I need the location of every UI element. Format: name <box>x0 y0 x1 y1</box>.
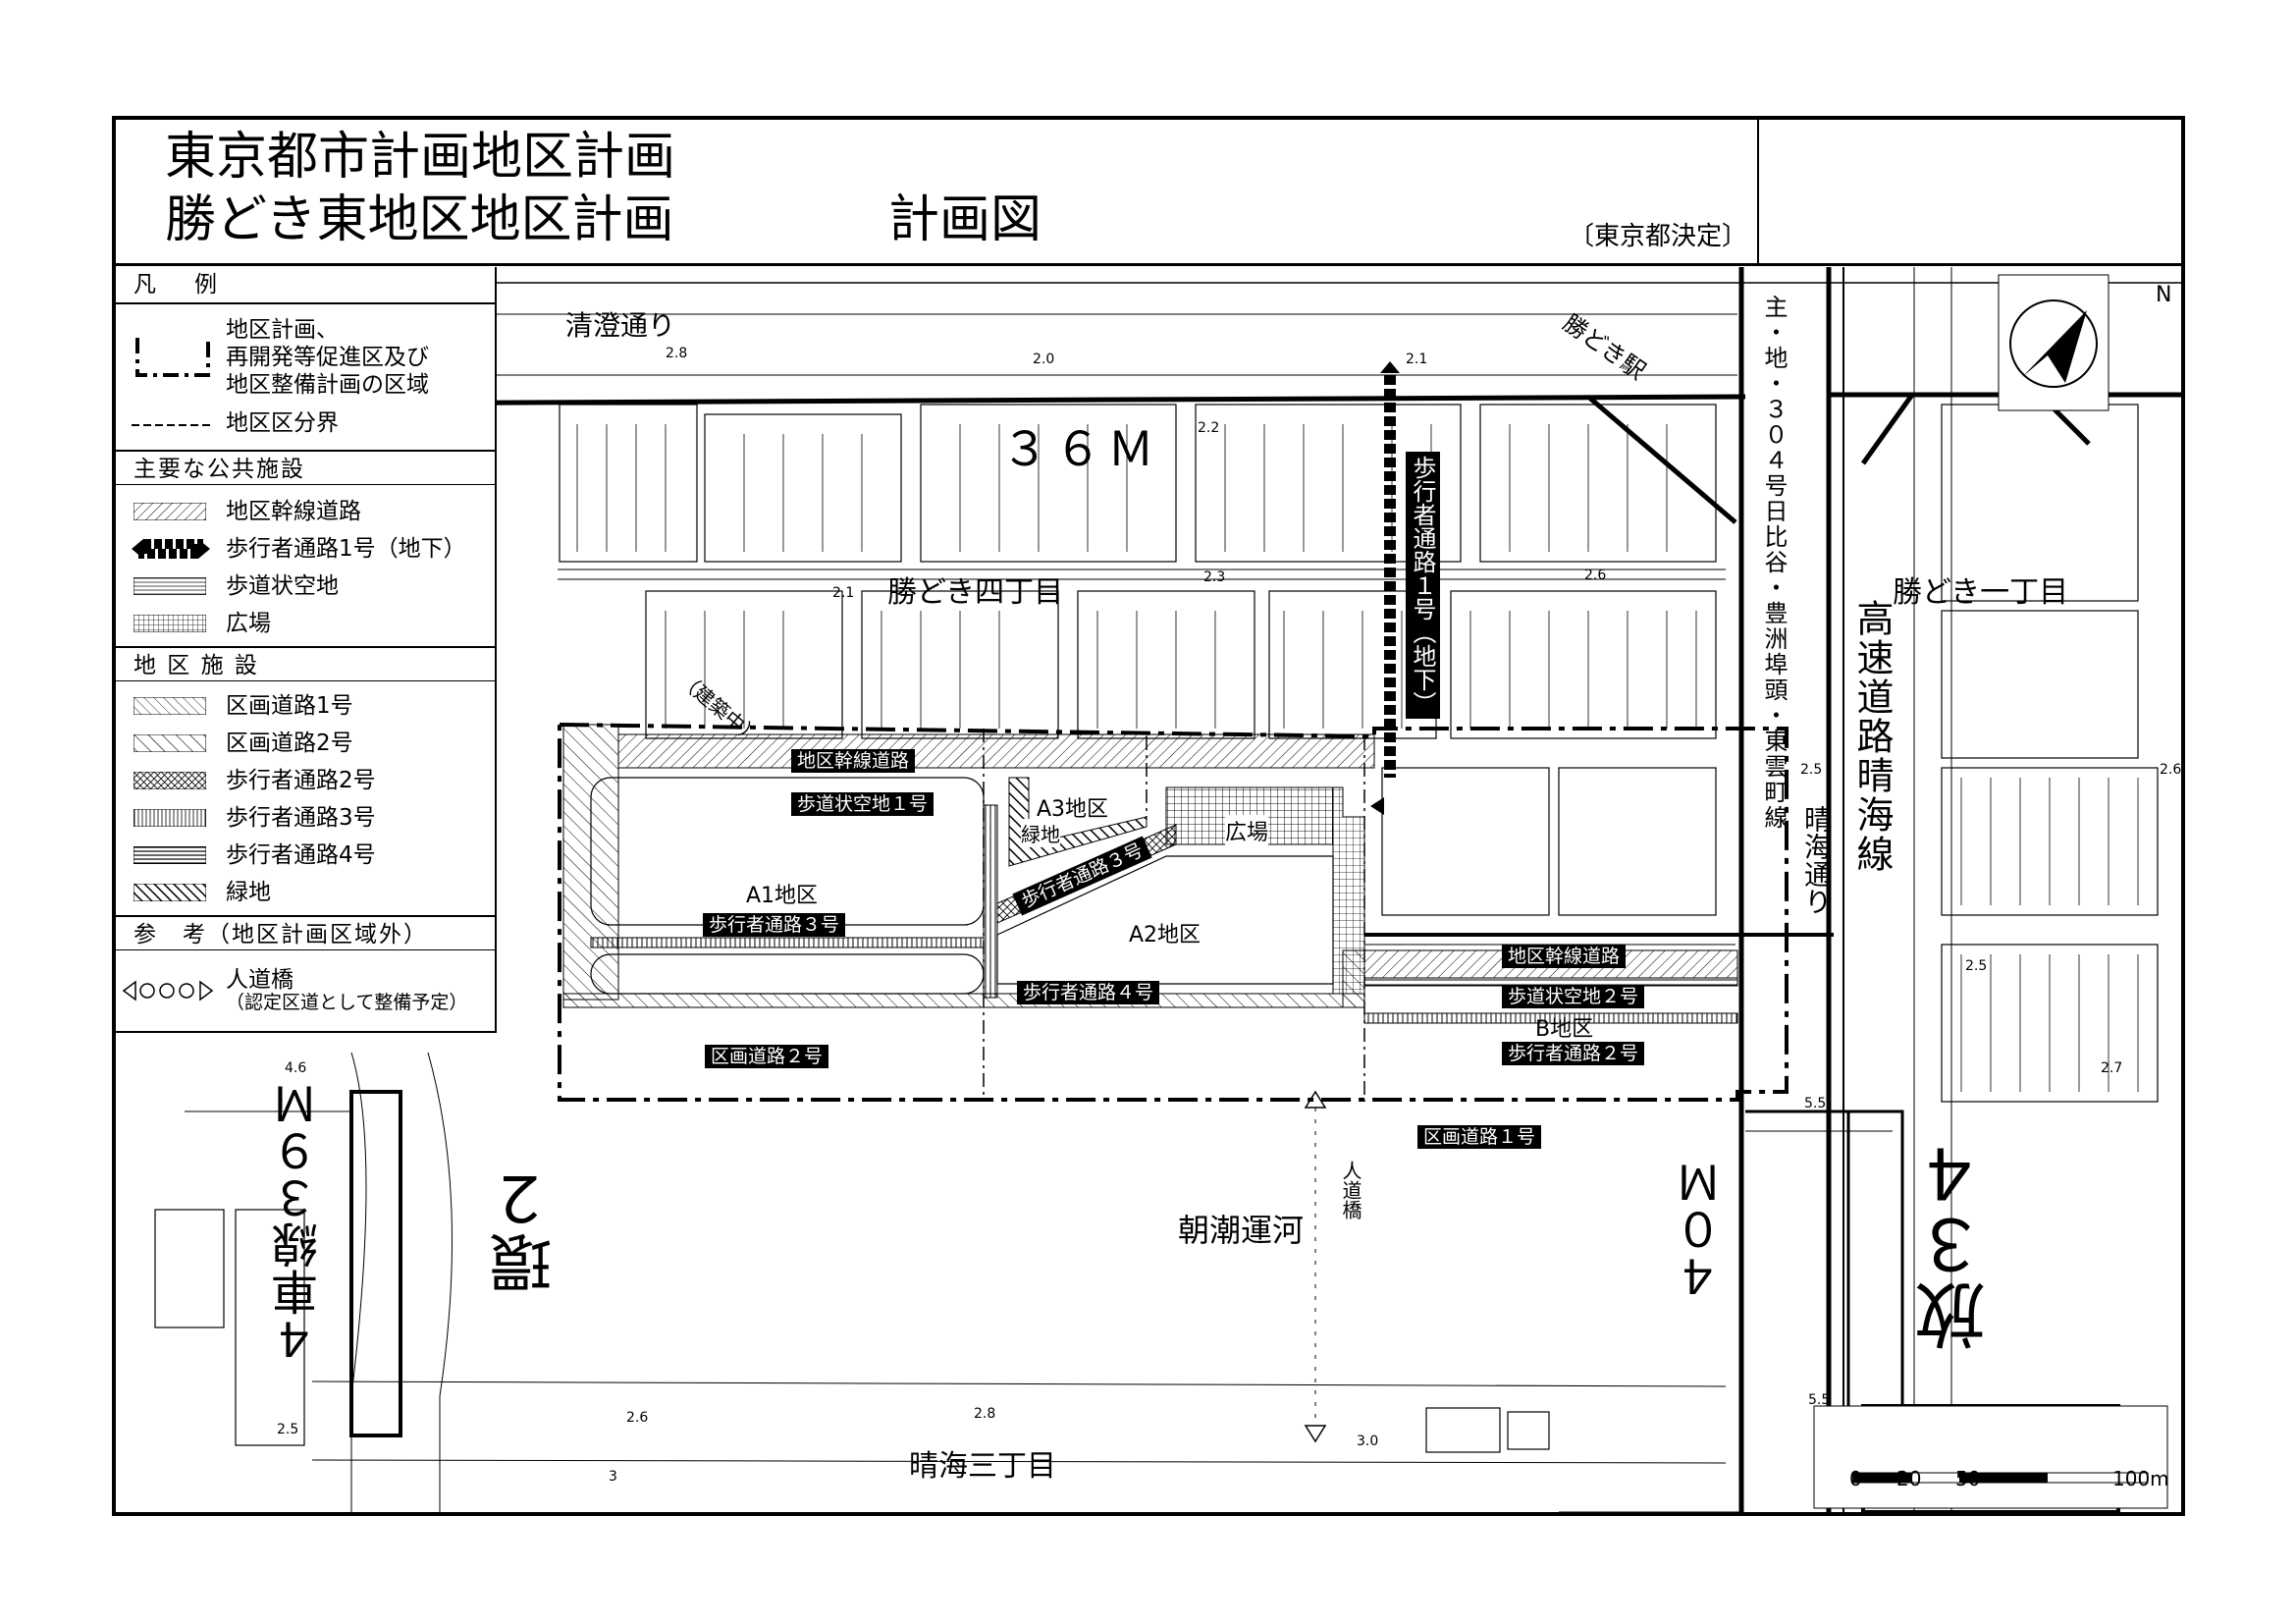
title-box-divider <box>1757 118 1759 265</box>
elevation-label: 2.8 <box>666 346 688 361</box>
boundary-line1: 地区計画、 <box>226 317 339 343</box>
district-b-label: B地区 <box>1535 1017 1594 1042</box>
road-network <box>116 267 2181 1512</box>
boundary-line2: 再開発等促進区及び <box>226 345 429 370</box>
trunk-road-top-box: 地区幹線道路 <box>791 749 916 773</box>
title-divider <box>114 263 2183 266</box>
legend-district-divider: 地区区分界 <box>116 405 495 442</box>
footbridge-marker <box>1304 1090 1327 1443</box>
elevation-label: 2.7 <box>2101 1060 2123 1076</box>
ped3-a1-box: 歩行者通路３号 <box>703 913 846 937</box>
boundary-symbol-icon <box>135 338 210 377</box>
pedestrian2-swatch-icon <box>133 772 206 789</box>
scale-tick: 50 <box>1955 1467 1981 1490</box>
trunk-road-swatch-icon <box>133 503 206 520</box>
plan-subtitle: 計画図 <box>888 190 1042 249</box>
legend-section-reference: 参 考（地区計画区域外） <box>116 915 495 950</box>
elevation-label: 2.5 <box>277 1422 299 1437</box>
legend-boundary: 地区計画、 再開発等促進区及び 地区整備計画の区域 <box>116 302 495 406</box>
legend-ward-road2: 区画道路2号 <box>116 725 495 762</box>
plaza-label: 広場 <box>1225 815 1269 846</box>
legend-panel: 凡 例 地区計画、 再開発等促進区及び 地区整備計画の区域 地区区分界 主要な公… <box>116 267 497 1033</box>
elevation-label: 4.6 <box>285 1060 307 1076</box>
elevation-label: 2.0 <box>1033 352 1055 367</box>
pedestrian3-swatch-icon <box>133 809 206 827</box>
elevation-label: 2.6 <box>626 1410 649 1426</box>
area-harumi3-label: 晴海三丁目 <box>909 1449 1056 1484</box>
area-kachidoki1-label: 勝どき一丁目 <box>1893 575 2069 610</box>
north-label: N <box>2156 283 2172 307</box>
legend-footbridge: 人道橋 （認定区道として整備予定） <box>116 954 495 1031</box>
elevation-label: 2.6 <box>1584 568 1607 583</box>
footbridge-label: 人道橋 <box>1339 1161 1362 1219</box>
scale-bar <box>1813 1405 2168 1509</box>
elevation-label: 2.5 <box>1800 762 1823 778</box>
legend-plaza: 広場 <box>116 605 495 642</box>
pedestrian1-arrow-icon <box>132 539 210 559</box>
legend-section-district: 地 区 施 設 <box>116 646 495 681</box>
legend-trunk-road: 地区幹線道路 <box>116 493 495 530</box>
ward-road2-box: 区画道路２号 <box>705 1045 829 1068</box>
elevation-label: 2.8 <box>974 1406 996 1422</box>
sidewalk2-box: 歩道状空地２号 <box>1502 985 1645 1008</box>
area-kachidoki4-label: 勝どき四丁目 <box>887 575 1064 610</box>
street-kiyosumi-label: 清澄通り <box>565 309 676 342</box>
road-width-36-label: ３６Ｍ <box>1001 422 1161 477</box>
legend-pedestrian3: 歩行者通路3号 <box>116 799 495 837</box>
metro-line-label: 主・地・３０４号日比谷・豊洲埠頭・東雲町線 <box>1760 295 1788 831</box>
ped4-box: 歩行者通路４号 <box>1017 981 1160 1004</box>
ped2-box: 歩行者通路２号 <box>1502 1042 1645 1065</box>
scale-tick: 100m <box>2112 1467 2169 1490</box>
scale-tick: 0 <box>1849 1467 1862 1490</box>
green-label: 緑地 <box>1021 819 1060 847</box>
pedestrian1-label: 歩行者通路１号（地下） <box>1406 452 1440 719</box>
sidewalk1-box: 歩道状空地１号 <box>791 792 934 816</box>
canal-label: 朝潮運河 <box>1178 1212 1305 1249</box>
elevation-label: 2.1 <box>832 585 855 601</box>
elevation-label: 3 <box>609 1469 617 1485</box>
district-a3-label: A3地区 <box>1037 797 1109 822</box>
legend-pedestrian1: 歩行者通路1号（地下） <box>116 530 495 568</box>
legend-pedestrian4: 歩行者通路4号 <box>116 837 495 874</box>
building-blocks <box>154 404 2159 1453</box>
pedestrian4-swatch-icon <box>133 846 206 864</box>
elevation-label: 2.1 <box>1406 352 1428 367</box>
legend-ward-road1: 区画道路1号 <box>116 687 495 725</box>
elevation-label: 5.5 <box>1808 1392 1831 1408</box>
elevation-label: 2.6 <box>2160 762 2182 778</box>
district-a2-label: A2地区 <box>1129 923 1201 947</box>
trunk-road-b-box: 地区幹線道路 <box>1502 945 1627 968</box>
district-a1-label: A1地区 <box>746 884 819 908</box>
legend-green: 緑地 <box>116 874 495 911</box>
legend-sidewalk: 歩道状空地 <box>116 568 495 605</box>
boundary-line3: 地区整備計画の区域 <box>226 372 429 398</box>
plan-title-line2: 勝どき東地区地区計画 <box>165 190 674 249</box>
elevation-label: 2.5 <box>1965 958 1988 974</box>
ward-road1-swatch-icon <box>133 697 206 715</box>
footbridge-legend-note: （認定区道として整備予定） <box>226 992 468 1013</box>
legend-pedestrian2: 歩行者通路2号 <box>116 762 495 799</box>
green-swatch-icon <box>133 884 206 901</box>
plaza-swatch-icon <box>133 615 206 632</box>
divider-symbol-icon <box>132 424 210 426</box>
scale-tick: 20 <box>1896 1467 1922 1490</box>
elevation-label: 5.5 <box>1804 1096 1827 1111</box>
footbridge-legend-label: 人道橋 <box>226 967 294 993</box>
legend-header: 凡 例 <box>133 272 225 298</box>
footbridge-symbol-icon <box>122 980 214 1001</box>
ward-road2-swatch-icon <box>133 734 206 752</box>
expressway-label: 高速道路晴海線 <box>1850 599 1894 874</box>
north-arrow <box>1998 274 2109 411</box>
legend-section-public: 主要な公共施設 <box>116 450 495 485</box>
harumi-dori-label: 晴海通り <box>1800 805 1833 915</box>
elevation-label: 2.2 <box>1198 420 1220 436</box>
elevation-label: 2.3 <box>1203 569 1226 585</box>
plan-title-line1: 東京都市計画地区計画 <box>165 128 676 187</box>
elevation-label: 3.0 <box>1357 1434 1379 1449</box>
decision-note: 〔東京都決定〕 <box>1569 222 1748 251</box>
sheet-frame <box>112 116 2185 1516</box>
sidewalk-swatch-icon <box>133 577 206 595</box>
ward-road1-box: 区画道路１号 <box>1417 1125 1542 1149</box>
